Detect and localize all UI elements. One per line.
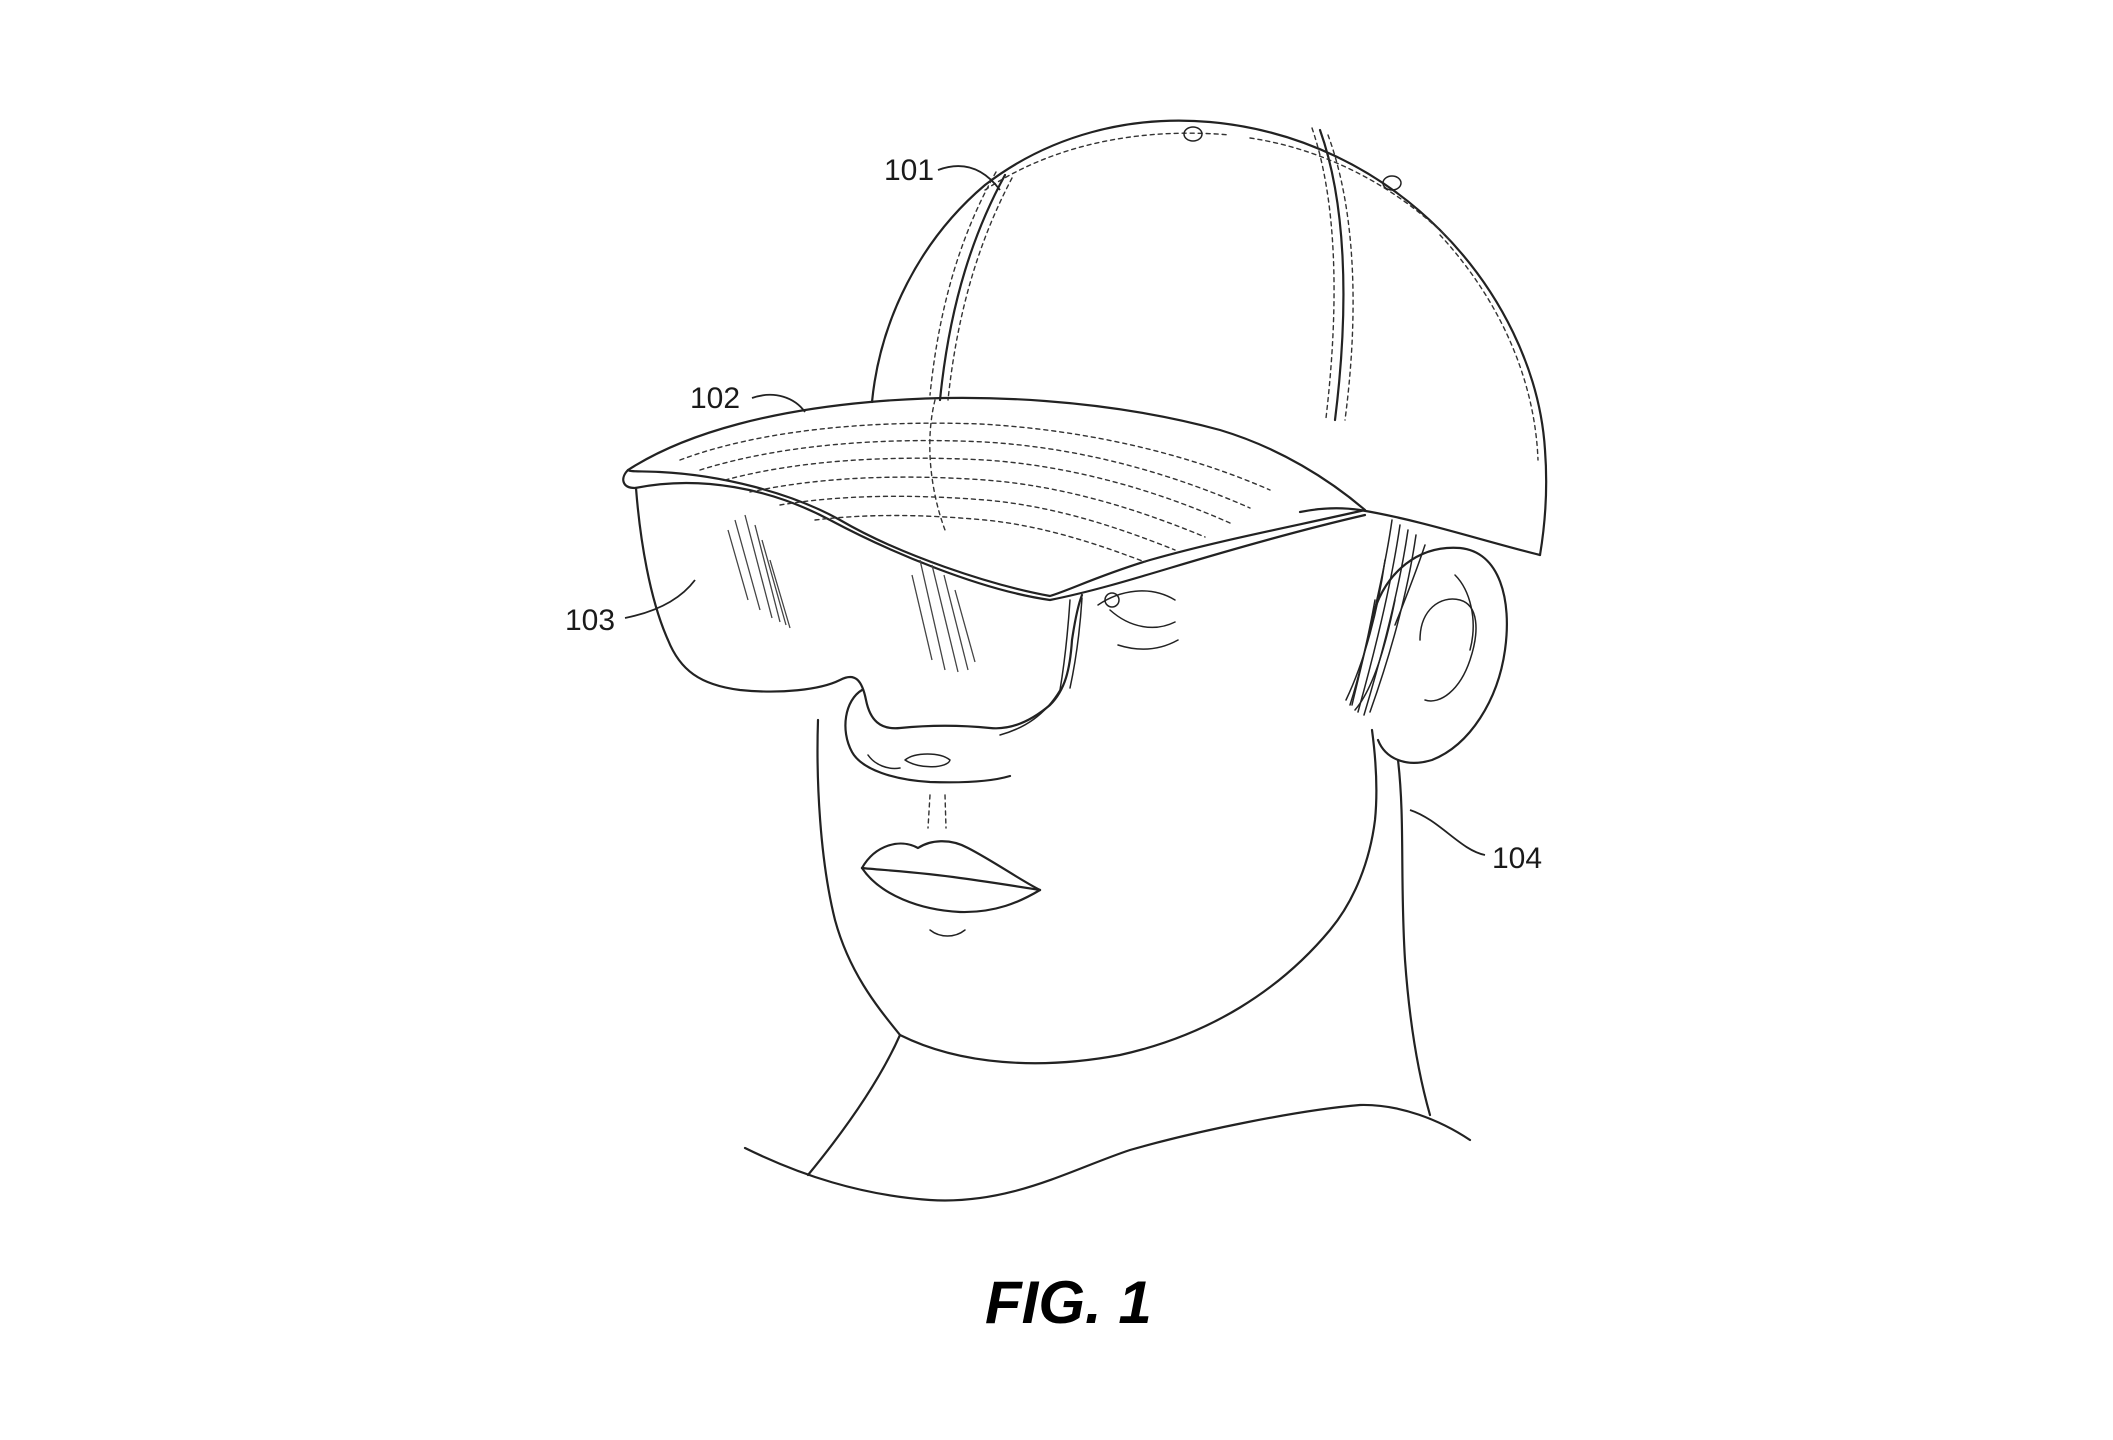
visor-outline: [634, 486, 1084, 730]
neck-front: [806, 1033, 902, 1177]
ref-label-101: 101: [884, 154, 934, 187]
brim: [622, 396, 1367, 602]
leader-103: [624, 579, 696, 619]
brim-outline: [626, 396, 1367, 598]
ear: [1370, 546, 1508, 764]
ref-label-102: 102: [690, 382, 740, 415]
visor-reflection: [727, 514, 791, 629]
ref-label-104: 104: [1492, 842, 1542, 875]
ref-label-103: 103: [565, 604, 615, 637]
cap-eyelet: [1382, 175, 1402, 191]
cap-eyelet: [1183, 126, 1203, 142]
cap-seam-side: [1318, 128, 1345, 422]
face-contour: [816, 718, 1378, 1065]
shoulder-line: [743, 1103, 1472, 1202]
figure-caption: FIG. 1: [985, 1269, 1152, 1336]
cap-crown: [870, 119, 1548, 557]
ear-inner: [1419, 598, 1477, 702]
cap-seam-front: [938, 173, 1007, 402]
leader-lines: [624, 165, 1486, 856]
neck-back: [1396, 758, 1432, 1117]
visor-reflection: [911, 559, 976, 673]
nose: [844, 688, 1012, 784]
leader-102: [751, 393, 806, 413]
leader-104: [1409, 809, 1486, 856]
head-drawing: [743, 519, 1508, 1202]
visor: [634, 486, 1084, 736]
cap: [870, 119, 1548, 557]
leader-101: [937, 165, 1001, 191]
lips: [860, 840, 1042, 892]
sideburn: [1345, 519, 1426, 716]
